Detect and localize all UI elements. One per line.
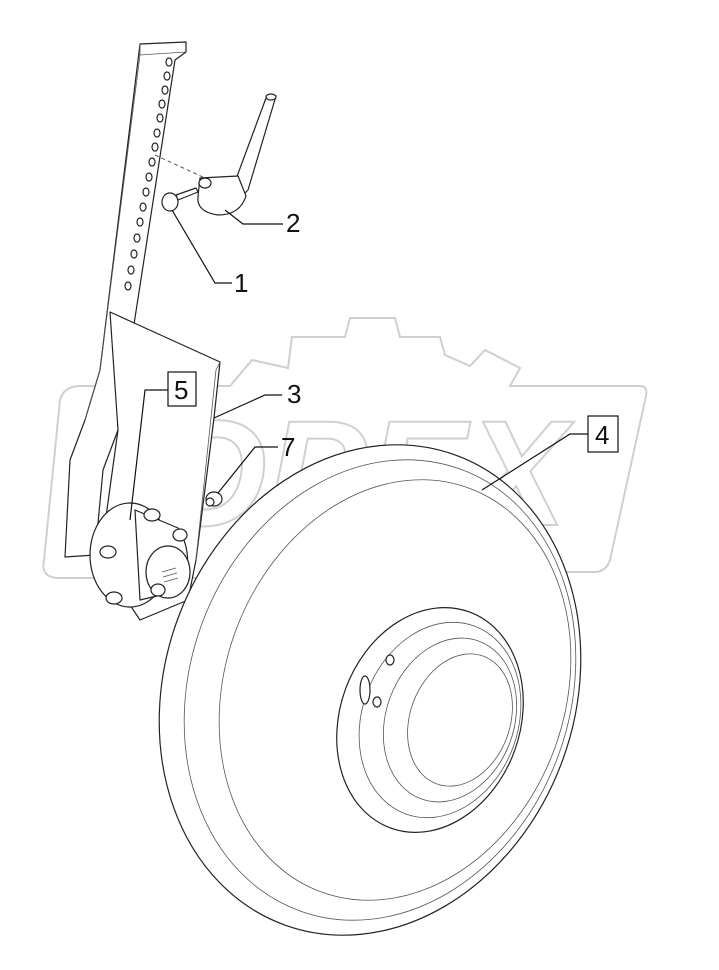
leader-4 <box>481 433 588 491</box>
callout-2: 2 <box>286 208 300 238</box>
leader-lines <box>129 209 588 521</box>
callout-5-box <box>167 371 197 407</box>
leader-2 <box>224 209 283 225</box>
callout-7: 7 <box>281 432 295 462</box>
grease-nipple <box>205 491 223 507</box>
callout-1: 1 <box>234 268 248 298</box>
callout-3: 3 <box>287 379 301 409</box>
callout-4-box <box>587 415 619 453</box>
locking-pin <box>154 93 277 216</box>
leader-5 <box>129 389 168 521</box>
leader-3 <box>213 394 282 419</box>
callouts: 1 2 3 4 5 7 <box>167 208 619 462</box>
wheel-hub <box>89 502 191 608</box>
callout-5: 5 <box>174 375 188 405</box>
wheel <box>158 444 582 936</box>
arm-holes <box>124 57 173 291</box>
leader-1 <box>171 209 232 284</box>
hub-studs <box>99 508 188 605</box>
linch-pin <box>161 187 199 212</box>
callout-4: 4 <box>595 420 609 450</box>
leader-7 <box>217 446 278 494</box>
rim <box>336 607 524 833</box>
